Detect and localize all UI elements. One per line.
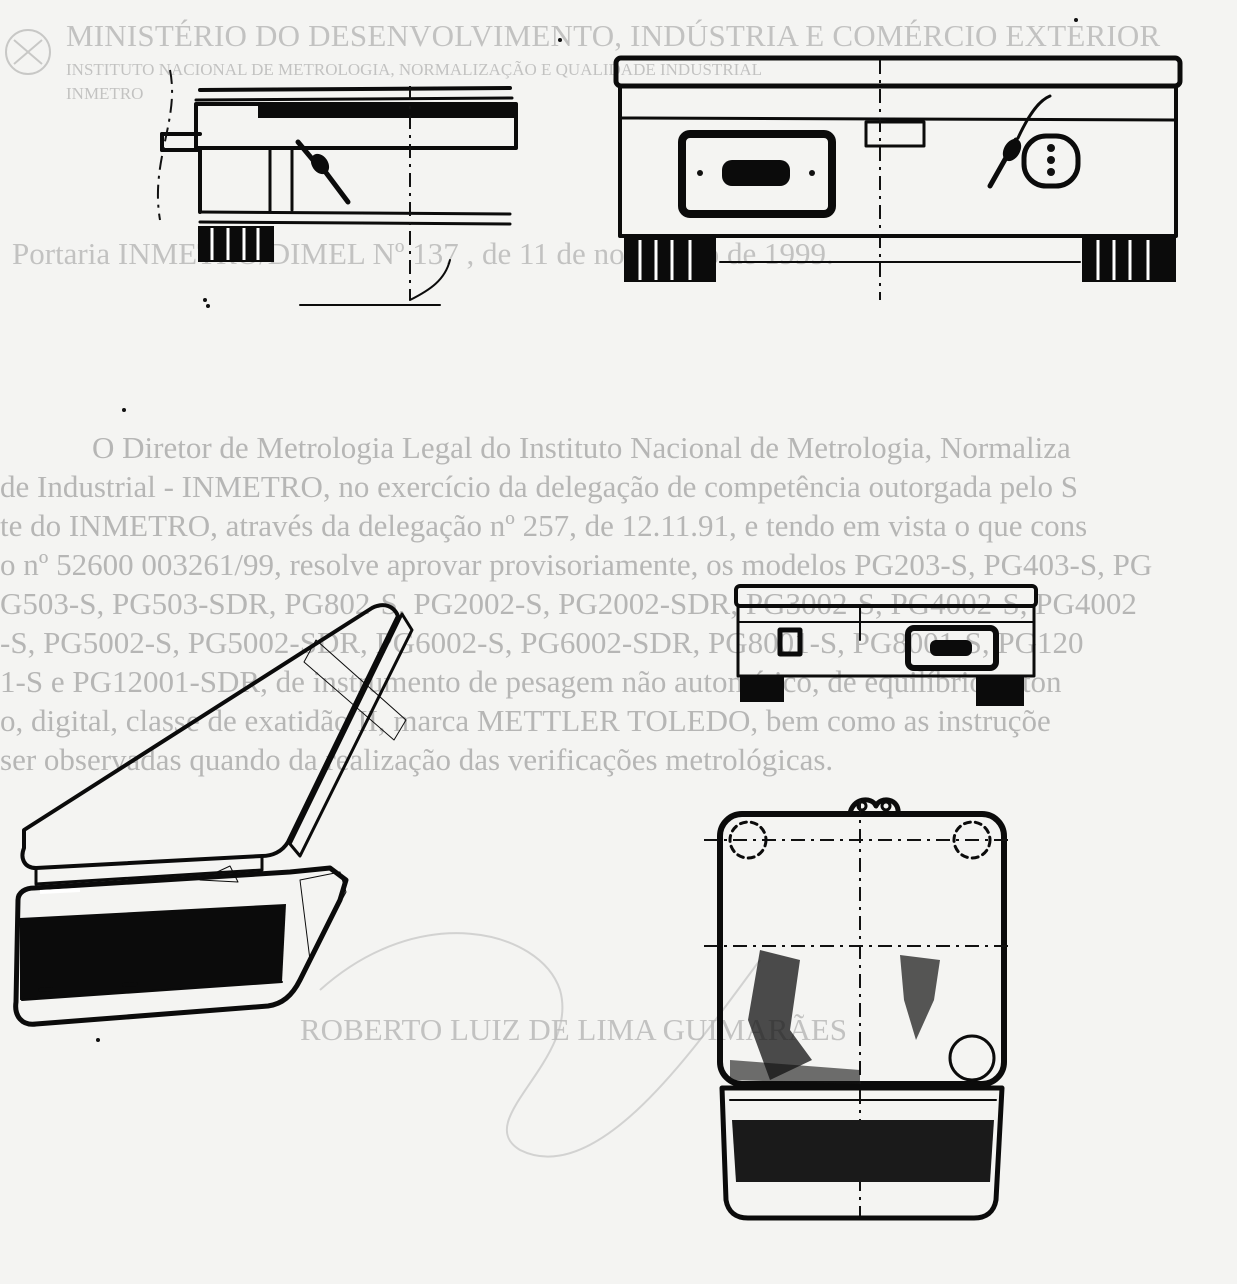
body-line: O Diretor de Metrologia Legal do Institu… xyxy=(92,430,1071,465)
body-line: -S, PG5002-S, PG5002-SDR, PG6002-S, PG60… xyxy=(0,625,1084,660)
letterhead-ministry: MINISTÉRIO DO DESENVOLVIMENTO, INDÚSTRIA… xyxy=(66,18,1161,53)
body-line: de Industrial - INMETRO, no exercício da… xyxy=(0,469,1079,504)
letterhead-acronym: INMETRO xyxy=(66,84,144,103)
body-line: te do INMETRO, através da delegação nº 2… xyxy=(0,508,1088,543)
scale-rear-view-small xyxy=(734,584,1038,706)
signature-flourish xyxy=(319,932,761,1158)
scale-top-view xyxy=(558,18,1078,1221)
body-line: 1-S e PG12001-SDR, de instrumento de pes… xyxy=(0,664,1062,699)
letterhead-institute: INSTITUTO NACIONAL DE METROLOGIA, NORMAL… xyxy=(66,60,762,79)
body-line: o nº 52600 003261/99, resolve aprovar pr… xyxy=(0,547,1153,582)
body-line: ser observadas quando da realização das … xyxy=(0,742,834,777)
scale-perspective-view xyxy=(13,408,414,1042)
body-line: G503-S, PG503-SDR, PG802-S, PG2002-S, PG… xyxy=(0,586,1137,621)
emblem-icon xyxy=(5,29,51,75)
body-paragraph: O Diretor de Metrologia Legal do Institu… xyxy=(0,428,1237,779)
scale-side-view xyxy=(156,69,518,308)
scale-rear-view xyxy=(613,55,1183,300)
